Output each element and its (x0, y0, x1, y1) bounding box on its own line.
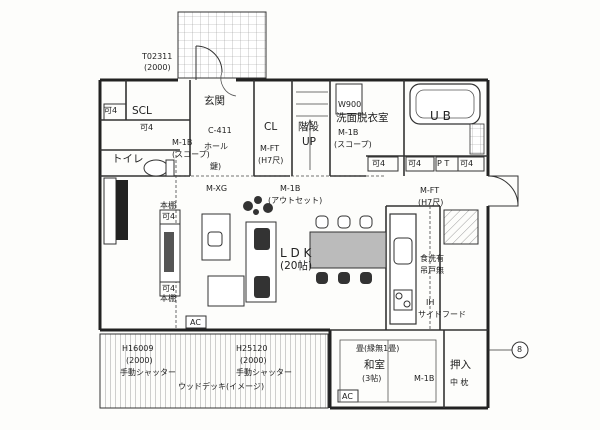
label-ih: IH (426, 298, 435, 307)
label-h7-2: (H7尺) (418, 198, 444, 207)
side-door (487, 175, 519, 207)
label-hondana1: 本棚 (160, 201, 176, 210)
label-t02311: T02311 (142, 52, 173, 61)
stair-treads (296, 91, 328, 170)
label-w900: W900 (338, 100, 362, 109)
label-ka4-shelf1: 可4 (162, 212, 176, 221)
room-scl: SCL (132, 105, 152, 117)
label-ka4-e: 可4 (460, 159, 474, 168)
label-m1b-wash: M-1B (338, 128, 359, 137)
label-m1b-washitsu: M-1B (414, 374, 435, 383)
label-h25120: H25120 (236, 344, 268, 353)
label-h7-1: (H7尺) (258, 156, 284, 165)
label-mft2: M-FT (420, 186, 440, 195)
label-ac2: AC (342, 392, 353, 401)
label-ac1: AC (190, 318, 201, 327)
label-h16009: H16009 (122, 344, 154, 353)
kitchen-counter (389, 213, 417, 325)
dining-set (309, 215, 387, 284)
label-pt: P T (437, 159, 450, 168)
toilet-fixture (143, 159, 175, 177)
label-mft1: M-FT (260, 144, 280, 153)
label-c411: C-411 (208, 126, 232, 135)
washitsu-tatami (339, 339, 437, 403)
bathtub (409, 83, 485, 155)
label-tatami: 畳(縁無1畳) (356, 344, 400, 353)
room-ldk-size: (20帖) (280, 260, 313, 272)
label-ka4-d: 可4 (408, 159, 422, 168)
label-mxg: M-XG (206, 184, 228, 193)
label-kagi: 鍵) (210, 162, 222, 171)
entry-porch-steps (177, 11, 267, 97)
label-hondana2: 本棚 (160, 294, 176, 303)
label-nakamakura: 中 枕 (450, 378, 469, 387)
room-hall: ホール (204, 142, 228, 151)
label-h16009-size: (2000) (126, 356, 153, 365)
room-senmen: 洗面脱衣室 (336, 112, 389, 124)
room-cl: CL (264, 121, 278, 133)
room-kaidan: 階段 (298, 121, 319, 133)
label-h25120-size: (2000) (240, 356, 267, 365)
label-shutter1: 手動シャッター (120, 368, 176, 377)
wash-basin (335, 83, 363, 115)
room-ldk: L D K (280, 246, 312, 260)
ac-units (185, 315, 359, 403)
label-ka4-scl2: 可4 (140, 123, 154, 132)
label-shutter2: 手動シャッター (236, 368, 292, 377)
label-scope2: (スコープ) (334, 140, 372, 149)
label-ka4-shelf2: 可4 (162, 284, 176, 293)
room-genkan: 玄関 (204, 95, 225, 107)
label-ka4-c: 可4 (372, 159, 386, 168)
label-up: UP (302, 136, 317, 148)
label-tsuridana: 吊戸無 (420, 266, 444, 275)
pantry (443, 209, 479, 245)
room-washitsu: 和室 (364, 359, 385, 371)
label-t02311-size: (2000) (144, 63, 171, 72)
wood-deck (99, 333, 329, 409)
room-oshiire: 押入 (450, 359, 471, 371)
exterior-walls (98, 78, 490, 410)
label-m1b-toilet: M-1B (172, 138, 193, 147)
grid-marker-label: 8 (517, 345, 523, 354)
room-ub: U B (430, 109, 451, 123)
label-m1b-stair: M-1B (280, 184, 301, 193)
room-toilet: トイレ (112, 153, 144, 165)
label-outset: (アウトセット) (268, 196, 323, 205)
shelf-furniture (103, 177, 181, 283)
label-scope1: (スコープ) (172, 150, 210, 159)
grid-marker (488, 341, 529, 359)
label-sidefood: サイドフード (418, 310, 466, 319)
sofa-set (201, 213, 277, 307)
label-deck: ウッドデッキ(イメージ) (178, 382, 265, 391)
plant (243, 196, 273, 215)
label-ka4-scl: 可4 (104, 106, 118, 115)
room-washitsu-size: (3帖) (362, 374, 382, 383)
label-shokusen: 食洗有 (420, 254, 444, 263)
